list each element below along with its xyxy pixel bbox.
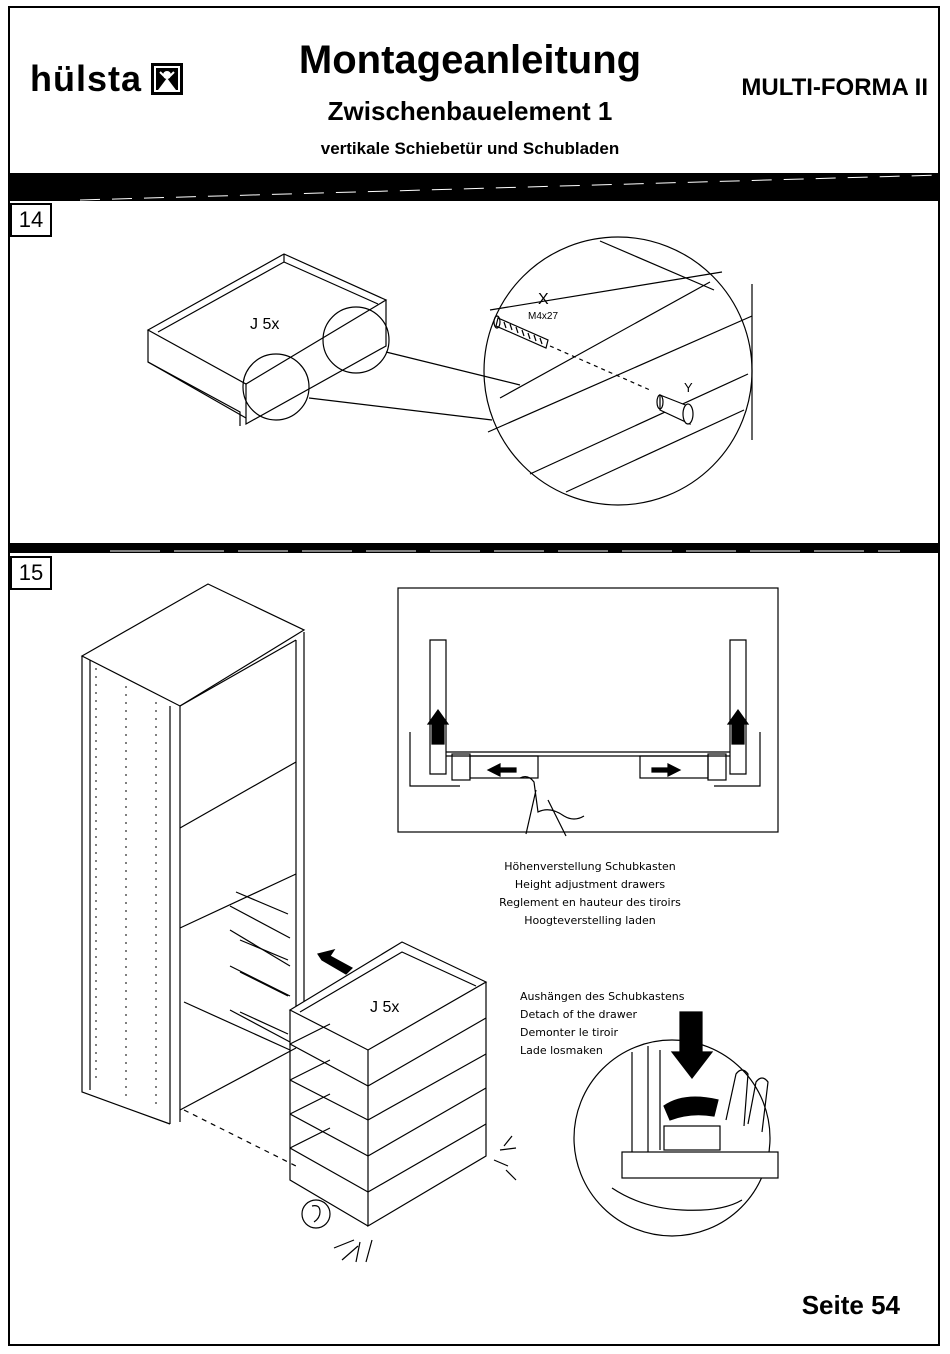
height-adjust-caption: Höhenverstellung Schubkasten Height adju…	[450, 858, 730, 930]
detach-detail	[573, 1011, 779, 1237]
brand-emblem-icon	[151, 63, 184, 95]
caption-line-fr: Demonter le tiroir	[520, 1026, 619, 1039]
part-x-label: X	[538, 291, 549, 308]
part-y-label: Y	[684, 380, 693, 395]
leader-line	[385, 351, 521, 386]
insert-arrow-icon	[317, 949, 353, 975]
ear-icon	[301, 1199, 331, 1229]
section-divider	[10, 543, 940, 553]
detail-circle	[242, 353, 310, 421]
document-subtitle: Zwischenbauelement 1	[327, 96, 613, 126]
quantity-label: J 5x	[250, 316, 279, 333]
page-number: Seite 54	[801, 1290, 900, 1320]
height-adjust-detail	[397, 587, 779, 837]
caption-line-nl: Hoogteverstelling laden	[524, 914, 656, 927]
page-frame	[8, 6, 940, 1346]
caption-line-en: Detach of the drawer	[520, 1008, 637, 1021]
part-x-spec: M4x27	[528, 311, 558, 322]
detach-caption: Aushängen des Schubkastens Detach of the…	[520, 988, 700, 1060]
step-number: 15	[10, 556, 52, 590]
caption-line-en: Height adjustment drawers	[514, 878, 666, 891]
caption-line-nl: Lade losmaken	[520, 1044, 603, 1057]
drawer-stack	[288, 941, 488, 1228]
caption-line-fr: Reglement en hauteur des tiroirs	[499, 896, 681, 909]
zoom-detail	[483, 236, 753, 506]
step-number: 14	[10, 203, 52, 237]
document-description: vertikale Schiebetür und Schubladen	[320, 139, 620, 158]
band-dash-lines	[79, 174, 941, 552]
product-name: MULTI-FORMA II	[741, 74, 928, 101]
click-sound-icon	[493, 1135, 517, 1181]
caption-line-de: Höhenverstellung Schubkasten	[504, 860, 676, 873]
caption-line-de: Aushängen des Schubkastens	[520, 990, 685, 1003]
document-title: Montageanleitung	[298, 38, 642, 82]
section-divider	[10, 173, 940, 201]
quantity-label: J 5x	[370, 999, 399, 1016]
detail-circle	[322, 306, 390, 374]
leader-line	[308, 397, 493, 421]
drawer-illustration	[146, 253, 388, 426]
click-sound-icon	[333, 1239, 373, 1263]
brand-name: hülsta	[30, 58, 143, 99]
ear-icon	[311, 1205, 321, 1223]
brand-logo: hülsta	[30, 58, 184, 100]
cabinet-illustration	[80, 583, 306, 1169]
